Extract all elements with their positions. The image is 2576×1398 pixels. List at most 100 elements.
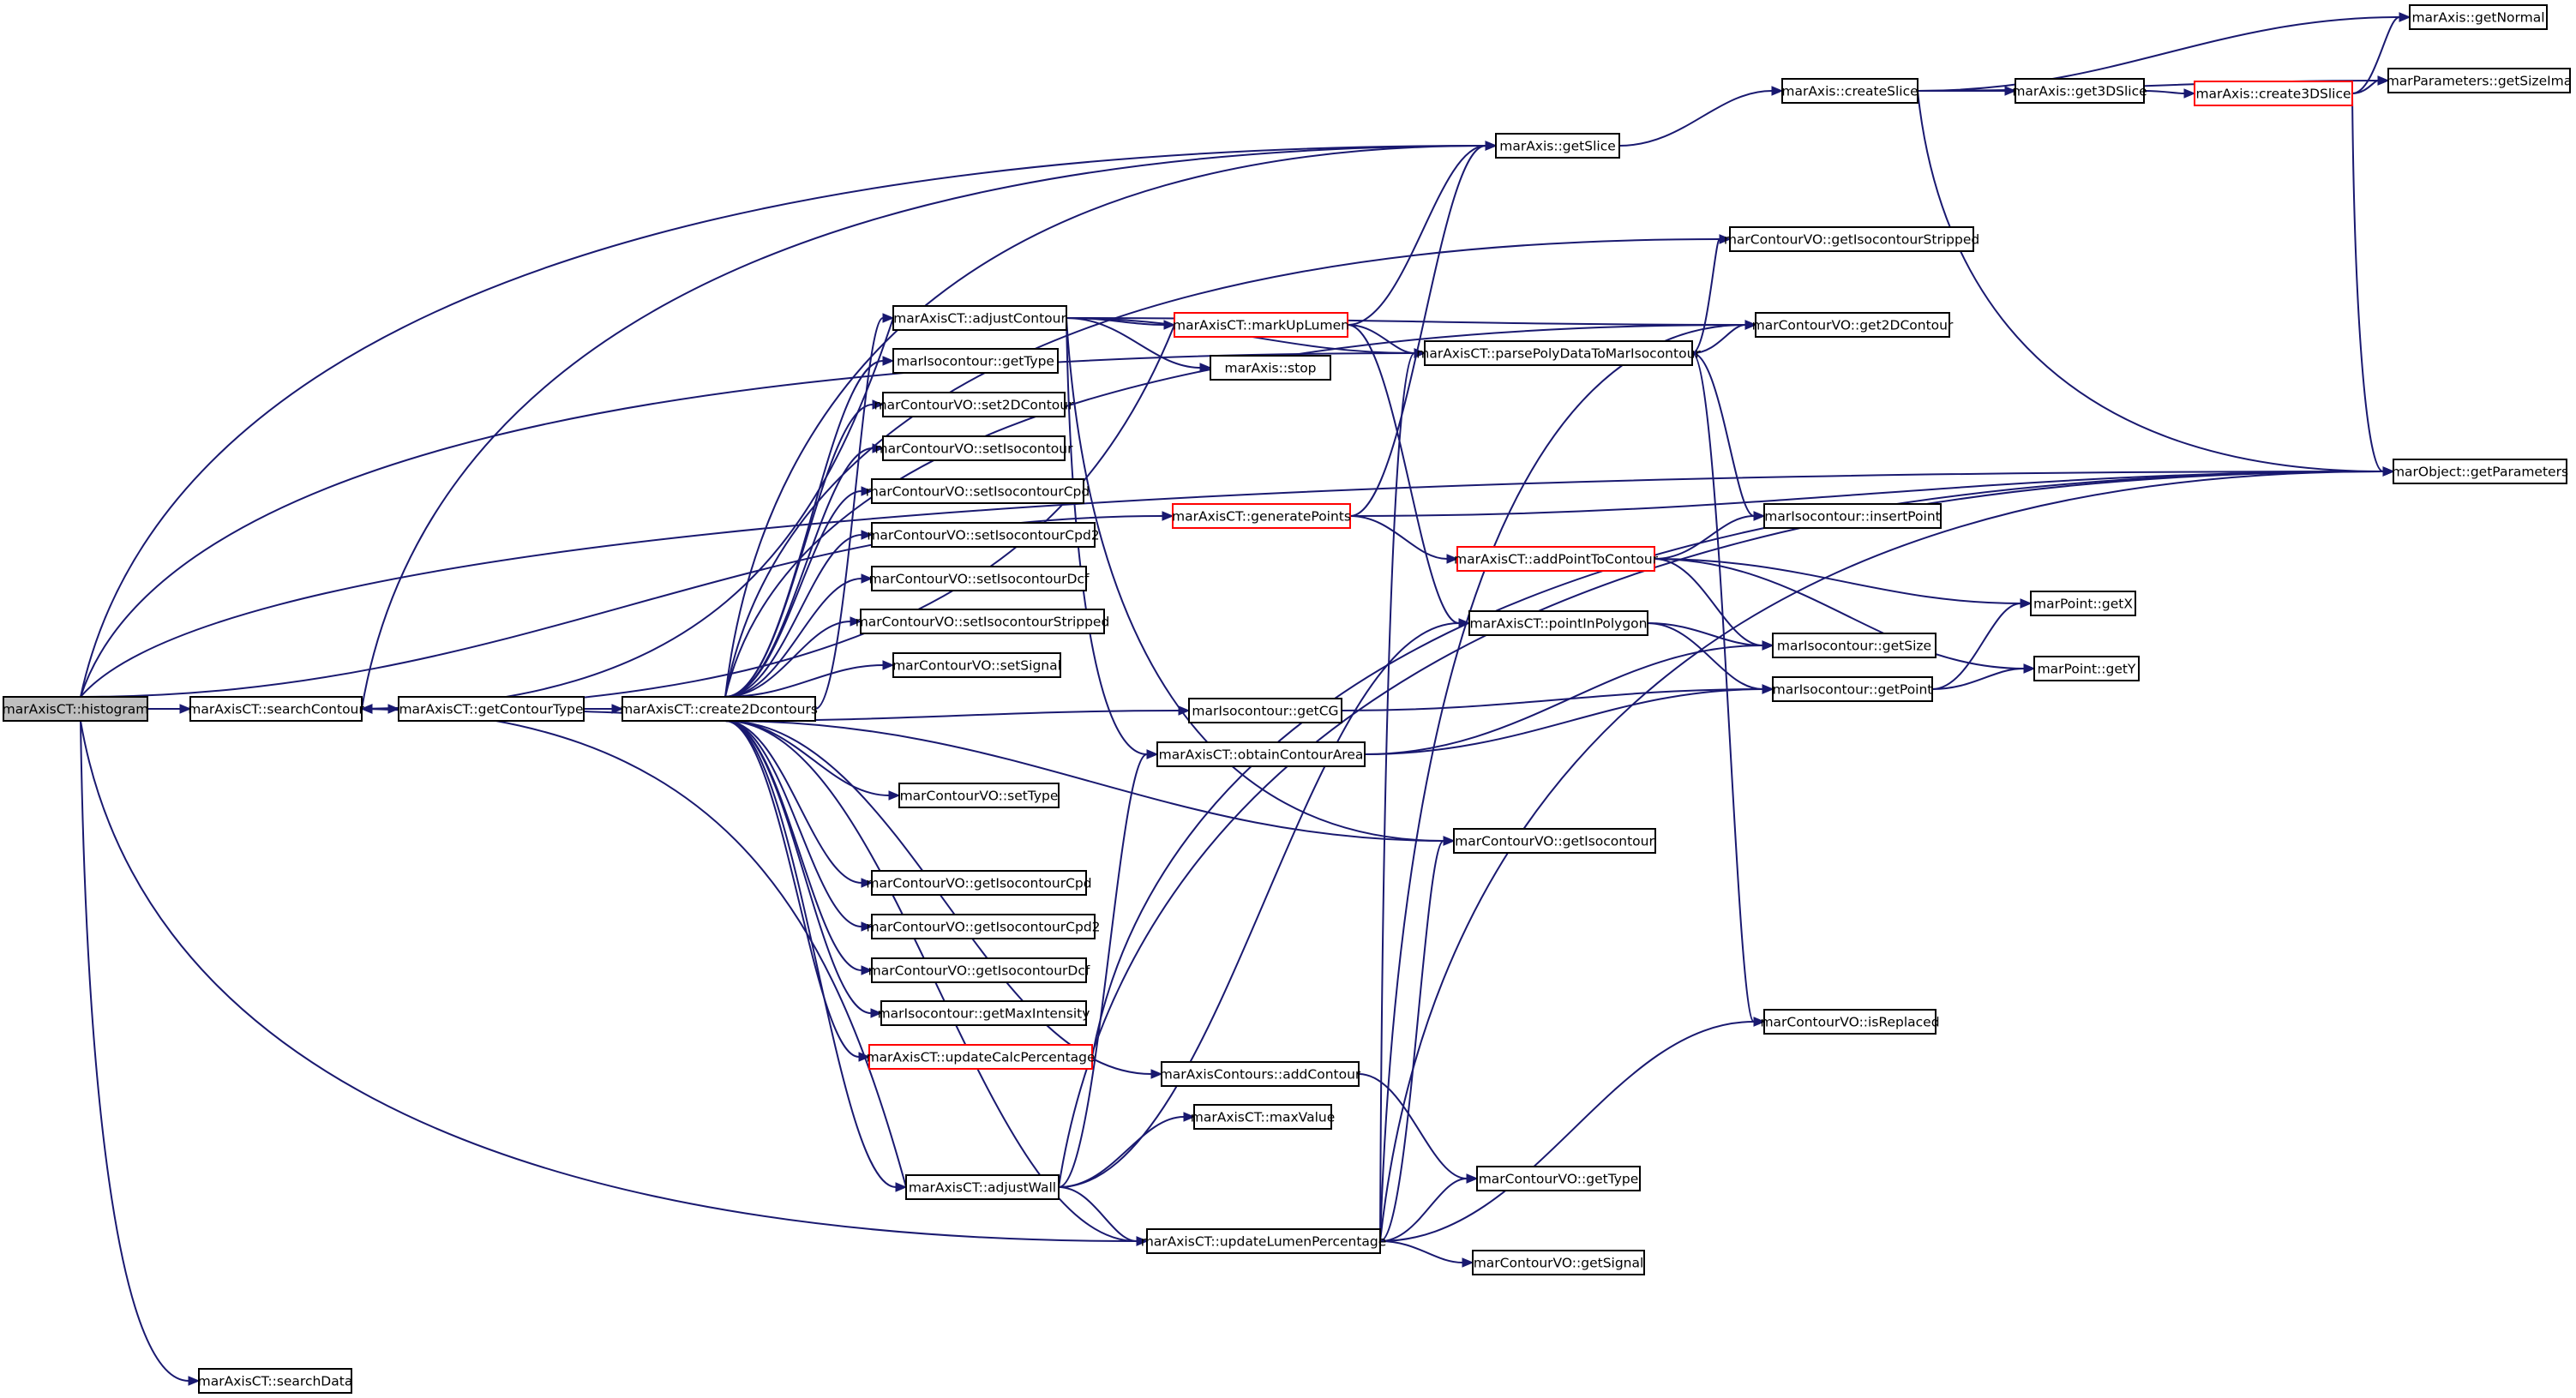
node-box[interactable]: [1161, 1061, 1360, 1087]
node-box[interactable]: [1763, 1009, 1937, 1035]
node-searchContour[interactable]: marAxisCT::searchContour: [188, 696, 364, 722]
node-getIsocontourStripped[interactable]: marContourVO::getIsocontourStripped: [1724, 226, 1979, 252]
node-adjustContour[interactable]: marAxisCT::adjustContour: [892, 305, 1067, 331]
node-box[interactable]: [1193, 1104, 1332, 1130]
node-histogram[interactable]: marAxisCT::histogram: [3, 696, 149, 722]
node-box[interactable]: [892, 348, 1059, 374]
node-getParameters[interactable]: marObject::getParameters: [2392, 459, 2568, 484]
node-box[interactable]: [2387, 68, 2571, 93]
node-box[interactable]: [1453, 828, 1656, 854]
node-box[interactable]: [892, 305, 1067, 331]
node-box[interactable]: [1772, 633, 1937, 658]
node-box[interactable]: [1172, 503, 1351, 529]
node-box[interactable]: [1781, 78, 1918, 104]
node-addPointToContour[interactable]: marAxisCT::addPointToContour: [1454, 546, 1659, 572]
node-setSignal[interactable]: marContourVO::setSignal: [892, 652, 1061, 678]
node-vogetType[interactable]: marContourVO::getType: [1476, 1166, 1641, 1191]
node-box[interactable]: [860, 609, 1105, 634]
node-box[interactable]: [189, 696, 363, 722]
node-createSlice[interactable]: marAxis::createSlice: [1781, 78, 1918, 104]
node-updateCalcPercentage[interactable]: marAxisCT::updateCalcPercentage: [866, 1044, 1096, 1070]
node-box[interactable]: [2393, 459, 2567, 484]
node-isoGetType[interactable]: marIsocontour::getType: [892, 348, 1059, 374]
node-markUpLumen[interactable]: marAxisCT::markUpLumen: [1173, 312, 1349, 338]
node-box[interactable]: [1763, 503, 1942, 529]
node-setIsocontourDcf[interactable]: marContourVO::setIsocontourDcf: [869, 566, 1090, 591]
node-box[interactable]: [1495, 133, 1620, 159]
node-setIsocontourStripped[interactable]: marContourVO::setIsocontourStripped: [856, 609, 1110, 634]
node-box[interactable]: [2015, 78, 2145, 104]
node-set2DContour[interactable]: marContourVO::set2DContour: [874, 392, 1075, 417]
node-box[interactable]: [1772, 676, 1933, 702]
node-setType[interactable]: marContourVO::setType: [898, 783, 1060, 808]
node-setIsocontourCpd[interactable]: marContourVO::setIsocontourCpd: [866, 478, 1090, 504]
node-box[interactable]: [1456, 546, 1655, 572]
node-box[interactable]: [2409, 4, 2548, 30]
node-axisStop[interactable]: marAxis::stop: [1210, 355, 1331, 381]
node-getSignal[interactable]: marContourVO::getSignal: [1472, 1250, 1645, 1275]
node-box[interactable]: [882, 392, 1066, 417]
node-box[interactable]: [2194, 81, 2353, 106]
node-getContourType[interactable]: marAxisCT::getContourType: [398, 696, 585, 722]
node-create3DSlice[interactable]: marAxis::create3DSlice: [2194, 81, 2353, 106]
node-box[interactable]: [2033, 656, 2140, 681]
node-isoGetSize[interactable]: marIsocontour::getSize: [1772, 633, 1937, 658]
node-get3DSlice[interactable]: marAxis::get3DSlice: [2012, 78, 2147, 104]
node-box[interactable]: [1424, 340, 1693, 366]
node-isoGetPoint[interactable]: marIsocontour::getPoint: [1772, 676, 1933, 702]
node-getMaxIntensity[interactable]: marIsocontour::getMaxIntensity: [878, 1000, 1090, 1026]
node-box[interactable]: [871, 957, 1087, 983]
node-get2DContour[interactable]: marContourVO::get2DContour: [1752, 312, 1954, 338]
node-getIsocontourCpd2[interactable]: marContourVO::getIsocontourCpd2: [866, 914, 1101, 939]
node-adjustWall[interactable]: marAxisCT::adjustWall: [905, 1174, 1060, 1200]
node-box[interactable]: [1188, 698, 1342, 723]
node-getX[interactable]: marPoint::getX: [2030, 591, 2136, 616]
node-box[interactable]: [3, 696, 148, 722]
node-box[interactable]: [198, 1368, 352, 1394]
node-box[interactable]: [1472, 1250, 1645, 1275]
node-box[interactable]: [1210, 355, 1331, 381]
node-box[interactable]: [1476, 1166, 1641, 1191]
node-box[interactable]: [882, 435, 1066, 461]
node-getY[interactable]: marPoint::getY: [2033, 656, 2140, 681]
node-getIsocontour[interactable]: marContourVO::getIsocontour: [1453, 828, 1656, 854]
node-getIsocontourCpd[interactable]: marContourVO::getIsocontourCpd: [866, 870, 1092, 896]
node-box[interactable]: [1468, 610, 1648, 636]
node-insertPoint[interactable]: marIsocontour::insertPoint: [1763, 503, 1942, 529]
node-box[interactable]: [905, 1174, 1060, 1200]
node-obtainContourArea[interactable]: marAxisCT::obtainContourArea: [1156, 741, 1366, 767]
node-box[interactable]: [1146, 1228, 1381, 1254]
node-create2Dcontours[interactable]: marAxisCT::create2Dcontours: [620, 696, 818, 722]
node-setIsocontourCpd2[interactable]: marContourVO::setIsocontourCpd2: [867, 522, 1100, 548]
node-isReplaced[interactable]: marContourVO::isReplaced: [1760, 1009, 1940, 1035]
node-getNormal[interactable]: marAxis::getNormal: [2409, 4, 2548, 30]
node-box[interactable]: [1729, 226, 1974, 252]
node-parsePoly[interactable]: marAxisCT::parsePolyDataToMarIsocontour: [1416, 340, 1701, 366]
node-getSizeIma[interactable]: marParameters::getSizeIma: [2387, 68, 2573, 93]
node-box[interactable]: [621, 696, 816, 722]
node-maxValue[interactable]: marAxisCT::maxValue: [1191, 1104, 1336, 1130]
node-box[interactable]: [868, 1044, 1093, 1070]
node-box[interactable]: [1174, 312, 1348, 338]
node-getCG[interactable]: marIsocontour::getCG: [1188, 698, 1342, 723]
node-box[interactable]: [398, 696, 585, 722]
node-addContour[interactable]: marAxisContours::addContour: [1160, 1061, 1361, 1087]
node-box[interactable]: [871, 566, 1087, 591]
node-getSlice[interactable]: marAxis::getSlice: [1495, 133, 1620, 159]
node-box[interactable]: [871, 870, 1087, 896]
node-box[interactable]: [898, 783, 1060, 808]
node-box[interactable]: [880, 1000, 1087, 1026]
node-box[interactable]: [1156, 741, 1366, 767]
node-box[interactable]: [1755, 312, 1950, 338]
node-box[interactable]: [2030, 591, 2136, 616]
node-generatePoints[interactable]: marAxisCT::generatePoints: [1172, 503, 1351, 529]
node-box[interactable]: [892, 652, 1061, 678]
node-box[interactable]: [871, 914, 1096, 939]
node-getIsocontourDcf[interactable]: marContourVO::getIsocontourDcf: [868, 957, 1090, 983]
node-updateLumenPercentage[interactable]: marAxisCT::updateLumenPercentage: [1141, 1228, 1387, 1254]
node-setIsocontour[interactable]: marContourVO::setIsocontour: [875, 435, 1074, 461]
node-box[interactable]: [871, 478, 1084, 504]
node-pointInPolygon[interactable]: marAxisCT::pointInPolygon: [1468, 610, 1648, 636]
node-box[interactable]: [871, 522, 1096, 548]
node-searchData[interactable]: marAxisCT::searchData: [198, 1368, 353, 1394]
